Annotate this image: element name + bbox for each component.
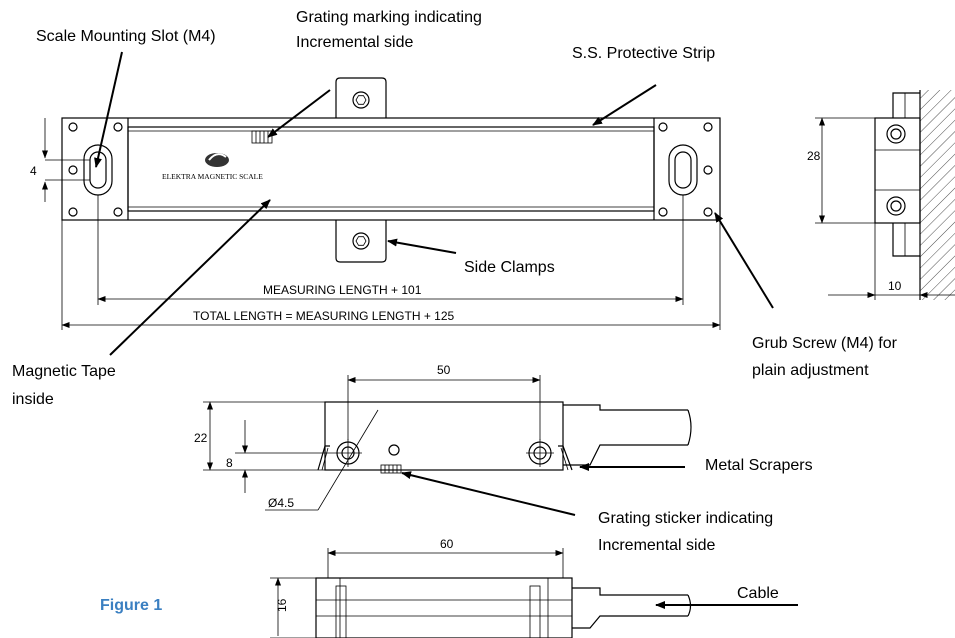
label-magnetic-tape-1: Magnetic Tape [12, 363, 116, 380]
dim-hole-height-label: 8 [226, 456, 233, 470]
read-head-bottom-view: 60 16 [270, 537, 692, 638]
dim-head-height-label: 22 [194, 431, 208, 445]
label-protective-strip: S.S. Protective Strip [572, 45, 715, 62]
dim-head-spacing-label: 50 [437, 363, 451, 377]
scale-side-view: 28 10 [807, 90, 955, 300]
dim-hole-dia-label: Ø4.5 [268, 496, 294, 510]
dim-bottom-height-label: 16 [275, 598, 289, 612]
dim-slot-height-label: 4 [30, 164, 37, 178]
label-magnetic-tape-2: inside [12, 391, 54, 408]
label-grub-screw-2: plain adjustment [752, 362, 869, 379]
side-clamp-bottom [335, 220, 387, 263]
label-side-clamps: Side Clamps [464, 259, 555, 276]
dim-total-length-label: TOTAL LENGTH = MEASURING LENGTH + 125 [193, 309, 455, 323]
elektra-logo: ELEKTRA MAGNETIC SCALE [162, 153, 263, 181]
dim-side-width-label: 10 [888, 279, 902, 293]
dim-total-length: TOTAL LENGTH = MEASURING LENGTH + 125 [61, 220, 721, 330]
dim-side-height-label: 28 [807, 149, 821, 163]
label-metal-scrapers: Metal Scrapers [705, 457, 813, 474]
label-grating-sticker-2: Incremental side [598, 537, 715, 554]
leader-arrows [94, 51, 798, 609]
label-grating-sticker-1: Grating sticker indicating [598, 510, 773, 527]
side-clamp-top [335, 77, 387, 118]
read-head-front-view: 50 22 8 Ø4.5 [194, 363, 692, 511]
label-grating-marking-2: Incremental side [296, 34, 413, 51]
logo-text: ELEKTRA MAGNETIC SCALE [162, 172, 263, 181]
dim-bottom-spacing-label: 60 [440, 537, 454, 551]
dim-measuring-length-label: MEASURING LENGTH + 101 [263, 283, 422, 297]
dim-measuring-length: MEASURING LENGTH + 101 [97, 195, 684, 305]
figure-label: Figure 1 [100, 597, 162, 614]
label-cable: Cable [737, 585, 779, 602]
scale-top-view: ELEKTRA MAGNETIC SCALE [61, 77, 721, 263]
label-grating-marking-1: Grating marking indicating [296, 9, 482, 26]
dim-slot-height: 4 [30, 118, 90, 202]
right-end-cap [658, 122, 713, 217]
left-end-cap [68, 122, 123, 217]
label-grub-screw-1: Grub Screw (M4) for [752, 335, 898, 352]
label-scale-mounting-slot: Scale Mounting Slot (M4) [36, 28, 216, 45]
